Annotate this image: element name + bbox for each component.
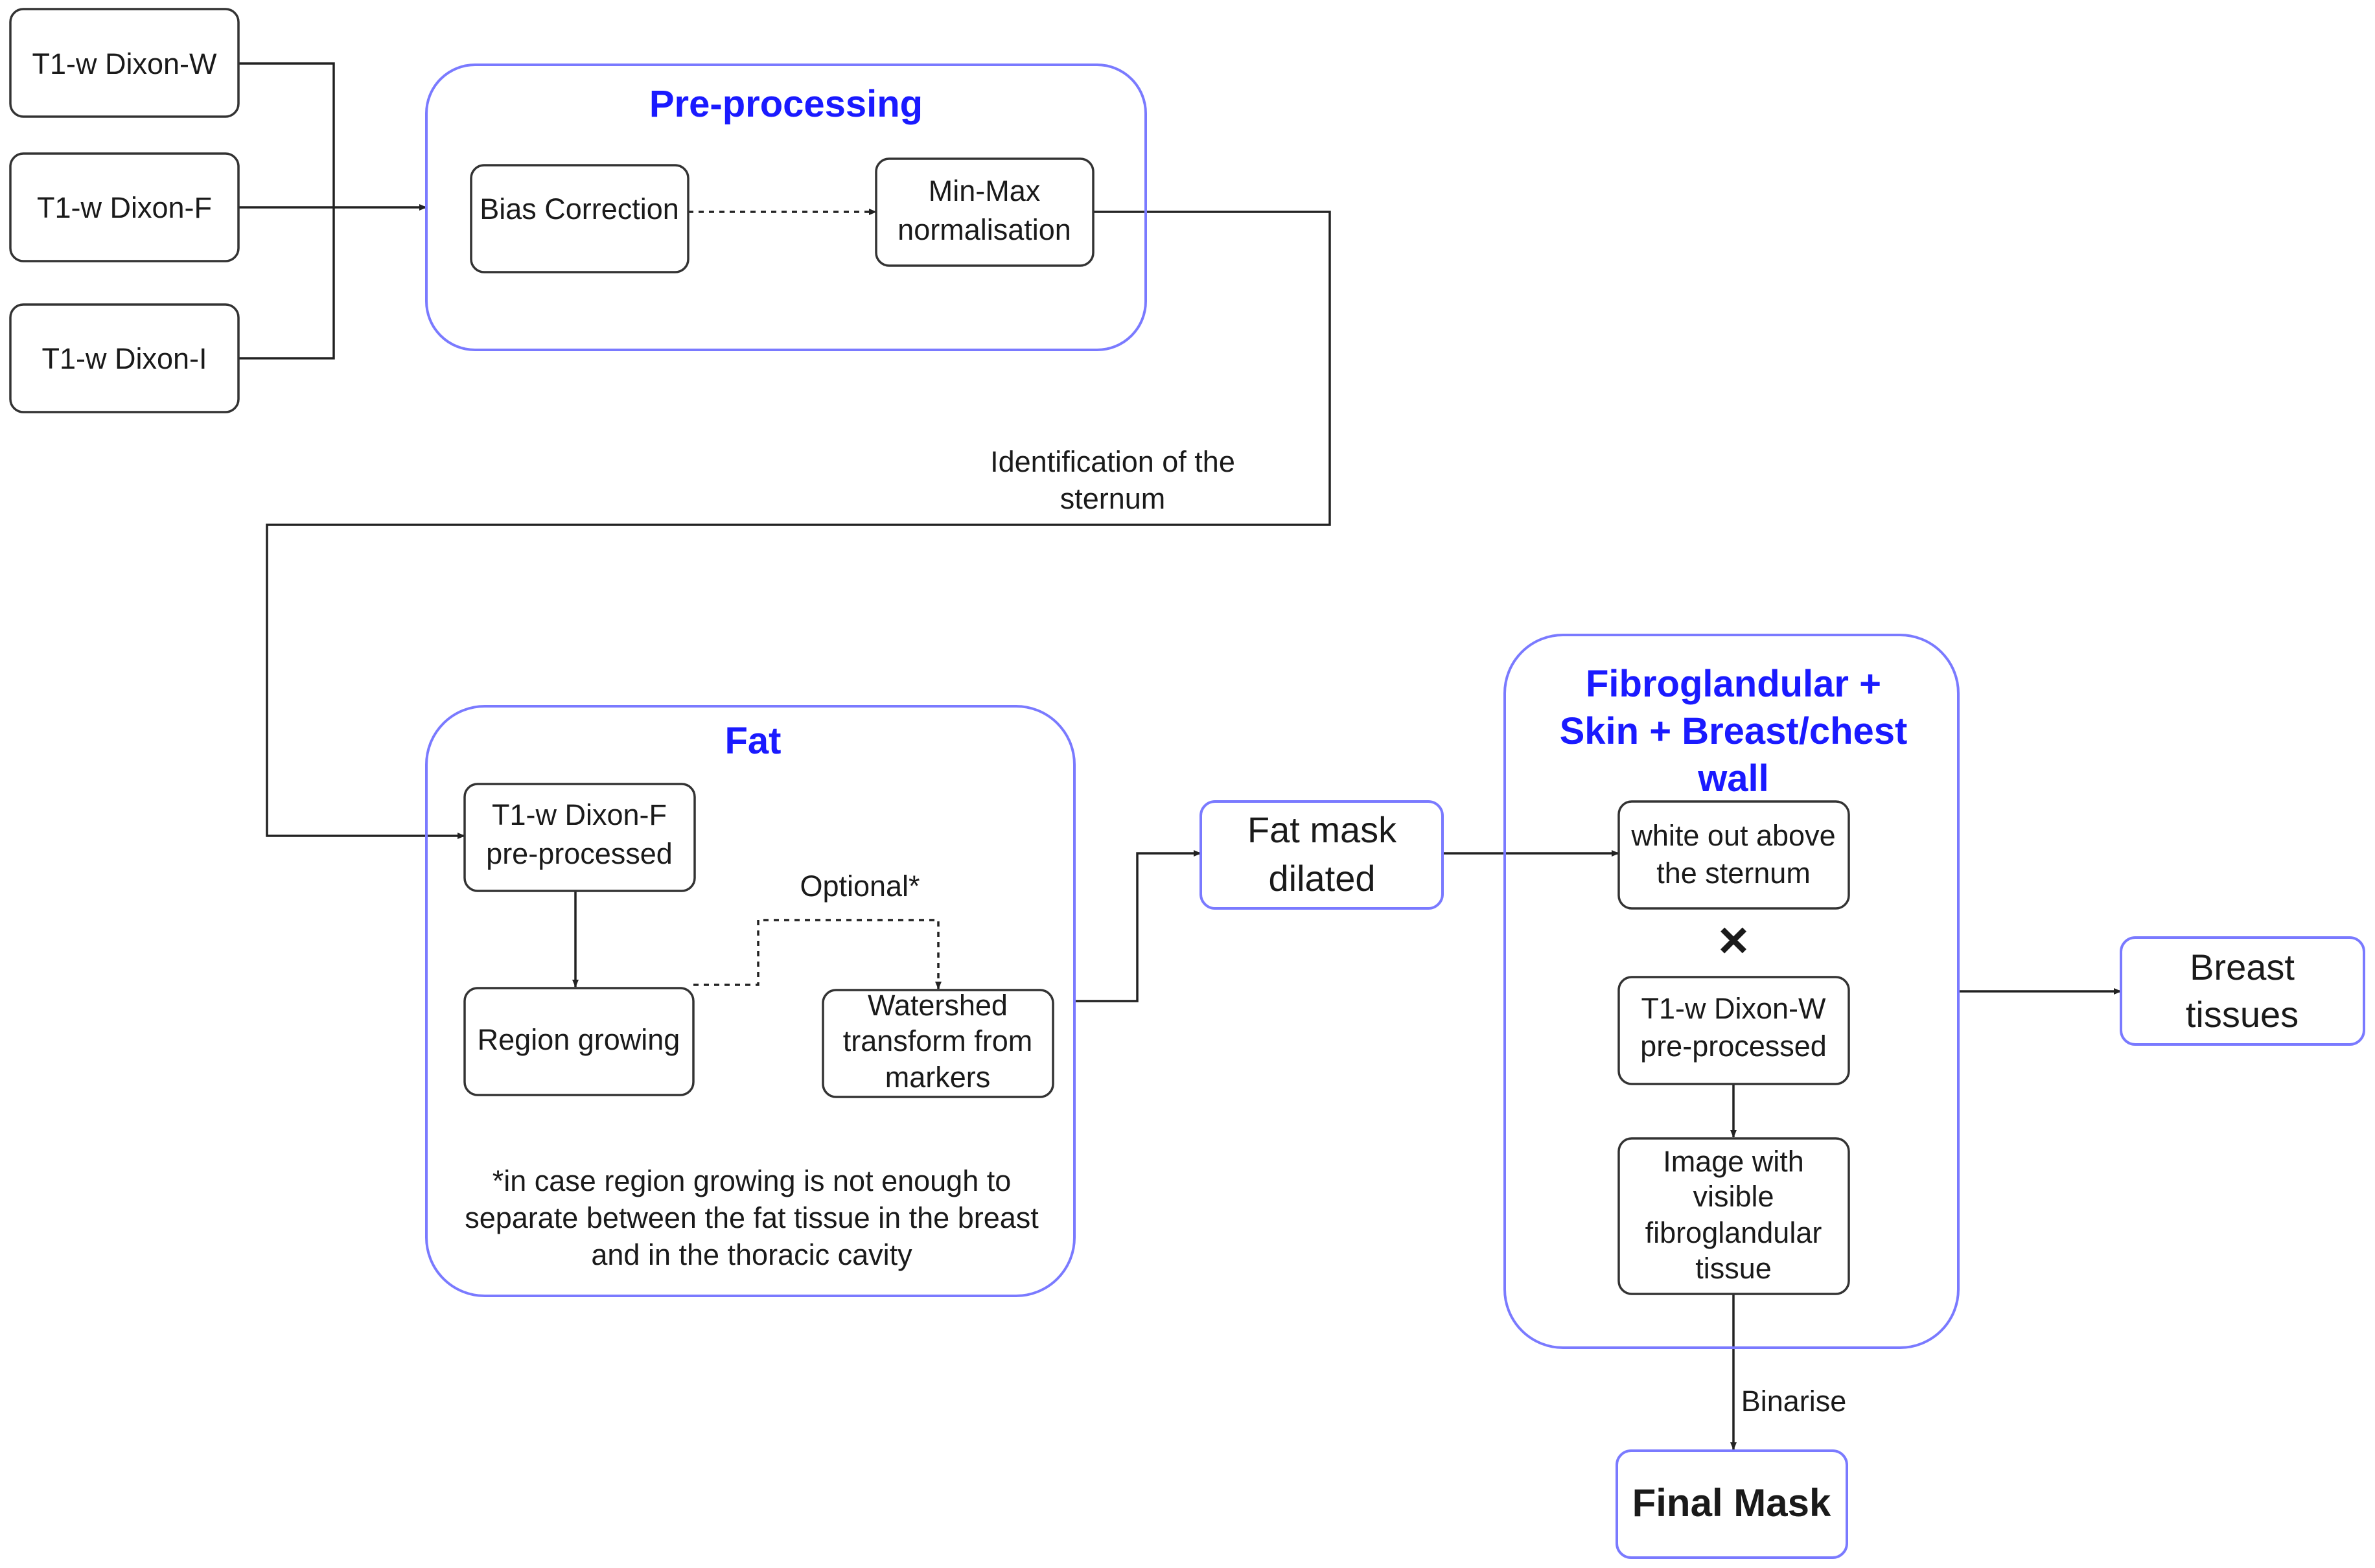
white-out-line-1: white out above — [1630, 819, 1835, 852]
edge-region-to-watershed — [693, 919, 942, 989]
fat-dixon-f-pre-line-2: pre-processed — [486, 837, 673, 870]
input-dixon-f-label: T1-w Dixon-F — [37, 191, 212, 224]
white-out-box — [1617, 800, 1850, 910]
fat-dixon-f-pre-line-1: T1-w Dixon-F — [492, 798, 667, 831]
fat-footnote-line-1: *in case region growing is not enough to — [492, 1164, 1012, 1197]
edge-minmax-to-fat — [266, 211, 1331, 839]
fat-mask-line-2: dilated — [1268, 858, 1375, 899]
fibroglandular-group — [1503, 634, 1960, 1349]
region-growing-label: Region growing — [478, 1023, 680, 1056]
fat-mask-dilated-box — [1199, 800, 1444, 910]
region-growing-box — [463, 987, 695, 1096]
sternum-label-line-2: sternum — [1060, 482, 1166, 515]
minmax-box — [875, 157, 1095, 267]
input-dixon-f-box — [9, 152, 240, 262]
edge-fat-to-fatmask — [1074, 850, 1201, 1002]
breast-tissues-line-2: tissues — [2186, 994, 2299, 1035]
white-out-line-2: the sternum — [1656, 857, 1811, 890]
input-dixon-i-label: T1-w Dixon-I — [41, 342, 207, 375]
watershed-line-3: markers — [885, 1061, 991, 1094]
input-dixon-w-label: T1-w Dixon-W — [32, 47, 217, 80]
bias-correction-label: Bias Correction — [480, 192, 679, 225]
fibro-dixon-w-pre-box — [1617, 976, 1850, 1085]
watershed-line-1: Watershed — [868, 989, 1008, 1022]
fat-footnote-line-3: and in the thoracic cavity — [591, 1238, 912, 1271]
watershed-line-2: transform from — [843, 1024, 1033, 1057]
fibro-dixon-w-pre-line-2: pre-processed — [1640, 1030, 1827, 1063]
binarise-label: Binarise — [1741, 1385, 1847, 1418]
final-mask-label: Final Mask — [1632, 1481, 1831, 1525]
preprocessing-group — [425, 63, 1147, 351]
image-visible-box — [1617, 1137, 1850, 1295]
fat-mask-line-1: Fat mask — [1247, 809, 1397, 850]
sternum-label-line-1: Identification of the — [990, 445, 1235, 478]
watershed-box — [822, 989, 1054, 1098]
breast-tissues-box — [2120, 936, 2365, 1046]
input-dixon-i-box — [9, 303, 240, 413]
preprocessing-title: Pre-processing — [649, 83, 923, 125]
breast-tissues-line-1: Breast — [2190, 947, 2295, 987]
image-visible-line-4: tissue — [1695, 1252, 1772, 1285]
edge-dixon-i-to-merge — [238, 207, 335, 360]
fibro-title-line-2: Skin + Breast/chest — [1560, 710, 1908, 752]
minmax-label-line-2: normalisation — [898, 213, 1071, 246]
fibro-title-line-1: Fibroglandular + — [1586, 663, 1881, 705]
image-visible-line-3: fibroglandular — [1645, 1216, 1822, 1249]
input-dixon-w-box — [9, 8, 240, 118]
fibro-title-line-3: wall — [1697, 757, 1769, 800]
image-visible-line-1: Image with — [1663, 1145, 1804, 1178]
fat-group — [425, 705, 1076, 1297]
edges — [238, 62, 2122, 1450]
image-visible-line-2: visible — [1693, 1180, 1774, 1213]
fat-footnote-line-2: separate between the fat tissue in the b… — [465, 1201, 1039, 1234]
bias-correction-box — [470, 164, 689, 273]
minmax-label-line-1: Min-Max — [929, 174, 1041, 207]
fat-title: Fat — [725, 720, 782, 762]
edge-dixon-w-to-merge — [238, 62, 335, 207]
fibro-dixon-w-pre-line-1: T1-w Dixon-W — [1641, 992, 1826, 1025]
fat-dixon-f-pre-box — [463, 783, 696, 892]
final-mask-box — [1616, 1449, 1848, 1559]
optional-label: Optional* — [800, 870, 920, 903]
multiply-icon: × — [1719, 911, 1749, 969]
